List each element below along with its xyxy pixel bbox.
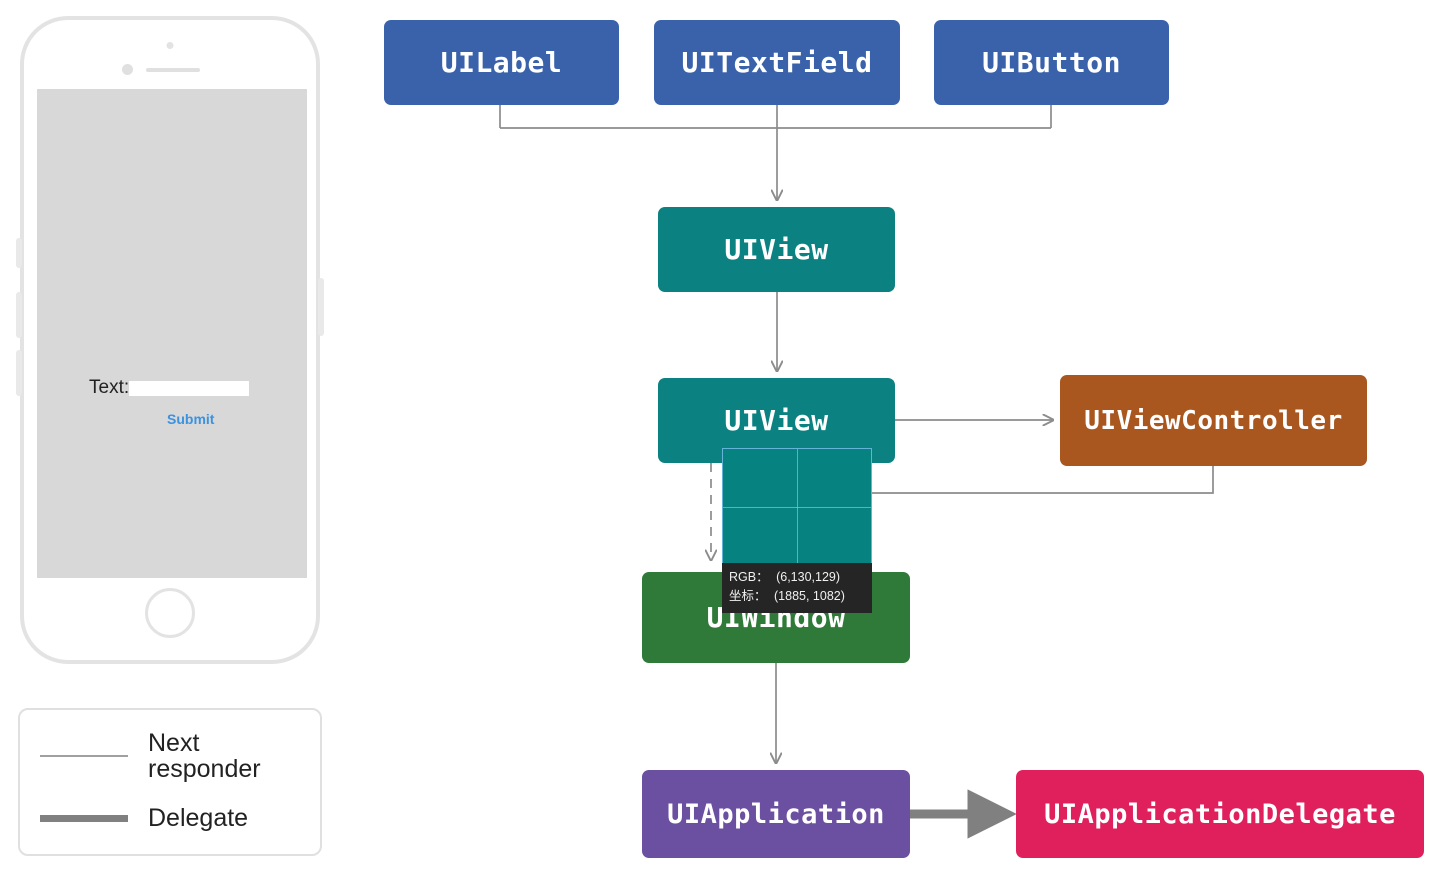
volume-up-button[interactable]: [16, 292, 22, 338]
legend-label-next-line1: Next: [148, 729, 200, 757]
node-uiviewcontroller-label: UIViewController: [1084, 405, 1343, 436]
node-uiapplicationdelegate-label: UIApplicationDelegate: [1044, 798, 1396, 830]
node-uitextfield[interactable]: UITextField: [654, 20, 900, 105]
legend-item-delegate: Delegate: [40, 805, 248, 831]
text-field-label: Text:: [89, 377, 130, 398]
node-uiapplication-label: UIApplication: [667, 798, 885, 830]
node-uilabel[interactable]: UILabel: [384, 20, 619, 105]
tooltip-rgb-key: RGB：: [729, 570, 769, 584]
color-picker-tooltip: RGB： (6,130,129) 坐标： (1885, 1082): [722, 563, 872, 613]
text-input[interactable]: [129, 380, 250, 396]
node-uiview-top[interactable]: UIView: [658, 207, 895, 292]
thick-line-swatch-icon: [40, 814, 128, 822]
node-uiapplication[interactable]: UIApplication: [642, 770, 910, 858]
silent-switch-button[interactable]: [16, 238, 22, 268]
submit-button[interactable]: Submit: [167, 411, 215, 427]
proximity-sensor-icon: [122, 64, 133, 75]
phone-screen: Text: Submit: [37, 89, 307, 578]
node-uitextfield-label: UITextField: [681, 46, 873, 79]
power-button[interactable]: [318, 278, 324, 336]
magnifier-crosshair-horizontal: [723, 507, 871, 508]
node-uiview-top-label: UIView: [724, 233, 829, 266]
tooltip-coord-row: 坐标： (1885, 1082): [729, 587, 865, 606]
node-uilabel-label: UILabel: [440, 46, 563, 79]
earpiece-speaker-icon: [146, 68, 200, 72]
node-uibutton[interactable]: UIButton: [934, 20, 1169, 105]
color-picker-magnifier: [722, 448, 872, 566]
legend-label-delegate: Delegate: [148, 804, 249, 832]
home-button[interactable]: [145, 588, 195, 638]
tooltip-coord-value: (1885, 1082): [774, 589, 845, 604]
edge-controls-to-bus: [499, 105, 1052, 129]
legend-label-next-line2: responder: [148, 755, 261, 784]
text-form-row: Text:: [89, 377, 250, 399]
node-uibutton-label: UIButton: [982, 46, 1121, 79]
tooltip-rgb-value: (6,130,129): [776, 570, 841, 584]
thin-line-swatch-icon: [40, 755, 128, 758]
node-uiview-bottom-label: UIView: [724, 404, 829, 437]
volume-down-button[interactable]: [16, 350, 22, 396]
tooltip-coord-key: 坐标：: [729, 589, 767, 604]
node-uiapplicationdelegate[interactable]: UIApplicationDelegate @稀土掘金技术社区: [1016, 770, 1424, 858]
legend-label-next-responder: Next responder: [148, 730, 261, 783]
legend-box: Next responder Delegate: [18, 708, 322, 856]
legend-item-next-responder: Next responder: [40, 730, 261, 783]
front-camera-icon: [166, 42, 174, 49]
tooltip-rgb-row: RGB： (6,130,129): [729, 568, 865, 587]
iphone-mockup: Text: Submit: [16, 16, 324, 664]
node-uiviewcontroller[interactable]: UIViewController: [1060, 375, 1367, 466]
